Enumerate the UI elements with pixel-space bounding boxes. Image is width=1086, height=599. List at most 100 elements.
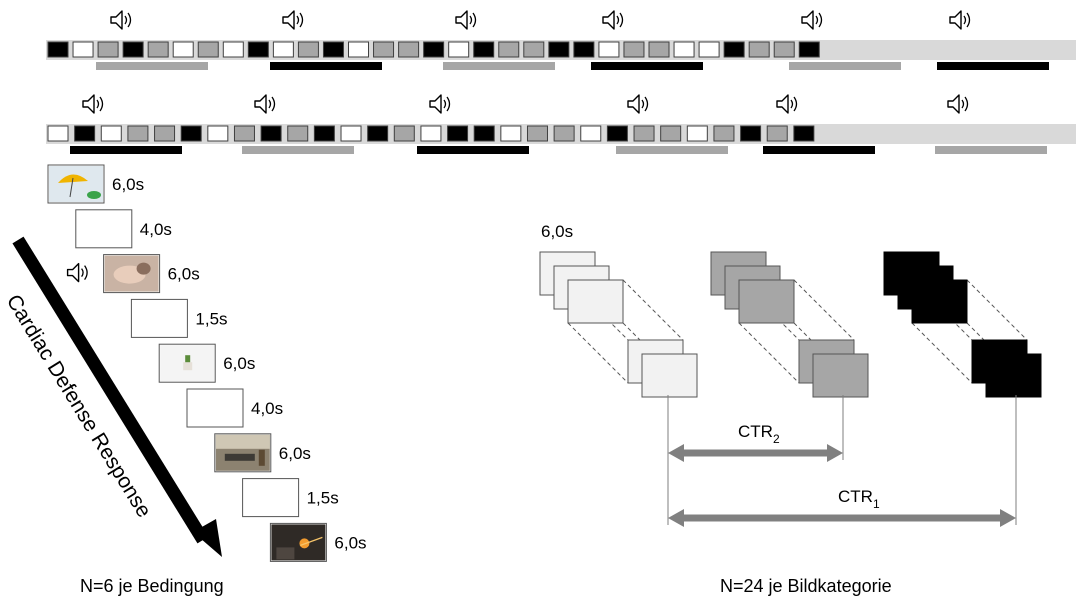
sequence-block	[748, 41, 770, 58]
blank-screen	[242, 478, 300, 518]
sequence-block	[247, 41, 269, 58]
block-underbar	[616, 146, 728, 154]
sequence-block	[447, 125, 469, 142]
sequence-block	[448, 41, 470, 58]
blank-screen	[186, 388, 244, 428]
speaker-icon	[949, 10, 971, 30]
speaker-icon	[602, 10, 624, 30]
block-underbar	[270, 62, 382, 70]
sequence-block	[47, 125, 69, 142]
sequence-block	[127, 125, 149, 142]
sequence-block	[686, 125, 708, 142]
wireframe-edge	[622, 279, 684, 341]
block-underbar	[70, 146, 182, 154]
sequence-block	[793, 125, 815, 142]
block-underbar	[935, 146, 1047, 154]
block-underbar	[763, 146, 875, 154]
timeline-item: 6,0s	[214, 433, 311, 473]
sequence-block	[713, 125, 735, 142]
block-underbar	[242, 146, 354, 154]
sequence-block	[340, 125, 362, 142]
sequence-row	[46, 94, 1076, 154]
trial-timeline: 6,0s 4,0s 6,0s 1,5s 6,0s 4,0s 6,0s 1,5s 6,0s	[47, 164, 367, 562]
sequence-block	[72, 41, 94, 58]
stimulus-frame	[567, 279, 624, 324]
sequence-block	[553, 125, 575, 142]
sequence-block	[47, 41, 69, 58]
sequence-block	[606, 125, 628, 142]
sequence-block	[272, 41, 294, 58]
duration-label: 6,0s	[223, 354, 255, 373]
timeline-item: 1,5s	[242, 478, 339, 518]
sequence-block	[197, 41, 219, 58]
stimulus-frame	[812, 353, 869, 398]
sequence-block	[122, 41, 144, 58]
sequence-block	[207, 125, 229, 142]
sequence-block	[398, 41, 420, 58]
duration-label: 4,0s	[251, 399, 283, 418]
sequence-block	[580, 125, 602, 142]
speaker-icon	[455, 10, 477, 30]
ctr1-sub: 1	[873, 497, 880, 511]
sequence-block	[180, 125, 202, 142]
sequence-block	[660, 125, 682, 142]
duration-label: 1,5s	[307, 489, 339, 508]
timeline-item: 6,0s	[269, 522, 367, 562]
ctr2-sub: 2	[773, 432, 780, 446]
sequence-block	[74, 125, 96, 142]
sequence-block	[287, 125, 309, 142]
sequence-block	[498, 41, 520, 58]
block-underbar	[96, 62, 208, 70]
sequence-block	[233, 125, 255, 142]
category-stack	[883, 251, 1042, 398]
block-underbar	[417, 146, 529, 154]
sequence-block	[313, 125, 335, 142]
sequence-block	[648, 41, 670, 58]
speaker-icon	[110, 10, 132, 30]
stimulus-frame	[738, 279, 795, 324]
timeline-item: 6,0s	[158, 343, 255, 383]
duration-label: 6,0s	[112, 175, 144, 194]
hand-photo-icon	[104, 255, 159, 292]
sequence-block	[373, 41, 395, 58]
duration-label: 1,5s	[195, 309, 227, 328]
cactus-photo-icon	[160, 345, 215, 382]
speaker-icon	[627, 94, 649, 114]
sequence-block	[222, 41, 244, 58]
sequence-block	[147, 41, 169, 58]
ctr2-bracket: CTR2	[667, 395, 844, 525]
sequence-block	[423, 41, 445, 58]
speaker-icon	[801, 10, 823, 30]
sequence-block	[526, 125, 548, 142]
sequence-block	[393, 125, 415, 142]
block-underbar	[937, 62, 1049, 70]
blank-screen	[130, 298, 188, 338]
ctr1-bracket: CTR 1	[668, 395, 1017, 527]
sequence-block	[773, 41, 795, 58]
speaker-icon	[776, 94, 798, 114]
speaker-icon	[254, 94, 276, 114]
sequence-block	[673, 41, 695, 58]
duration-label: 6,0s	[279, 444, 311, 463]
stimulus-frame	[985, 353, 1042, 398]
sequence-block	[473, 41, 495, 58]
speaker-icon	[282, 10, 304, 30]
sequence-block	[766, 125, 788, 142]
stimulus-sequence-rows	[46, 10, 1076, 154]
timeline-item: 6,0s	[66, 254, 200, 294]
category-stack	[539, 251, 698, 398]
sequence-block	[473, 125, 495, 142]
wireframe-edge	[911, 322, 973, 384]
blank-screen	[75, 209, 133, 249]
diagram-duration-label: 6,0s	[541, 222, 573, 241]
sequence-block	[322, 41, 344, 58]
category-stack	[710, 251, 869, 398]
block-underbar	[591, 62, 703, 70]
duration-label: 4,0s	[140, 220, 172, 239]
wireframe-edge	[738, 322, 800, 384]
sequence-block	[723, 41, 745, 58]
ctr2-label: CTR	[738, 422, 773, 441]
timeline-item: 4,0s	[186, 388, 283, 428]
duration-label: 6,0s	[334, 533, 366, 552]
